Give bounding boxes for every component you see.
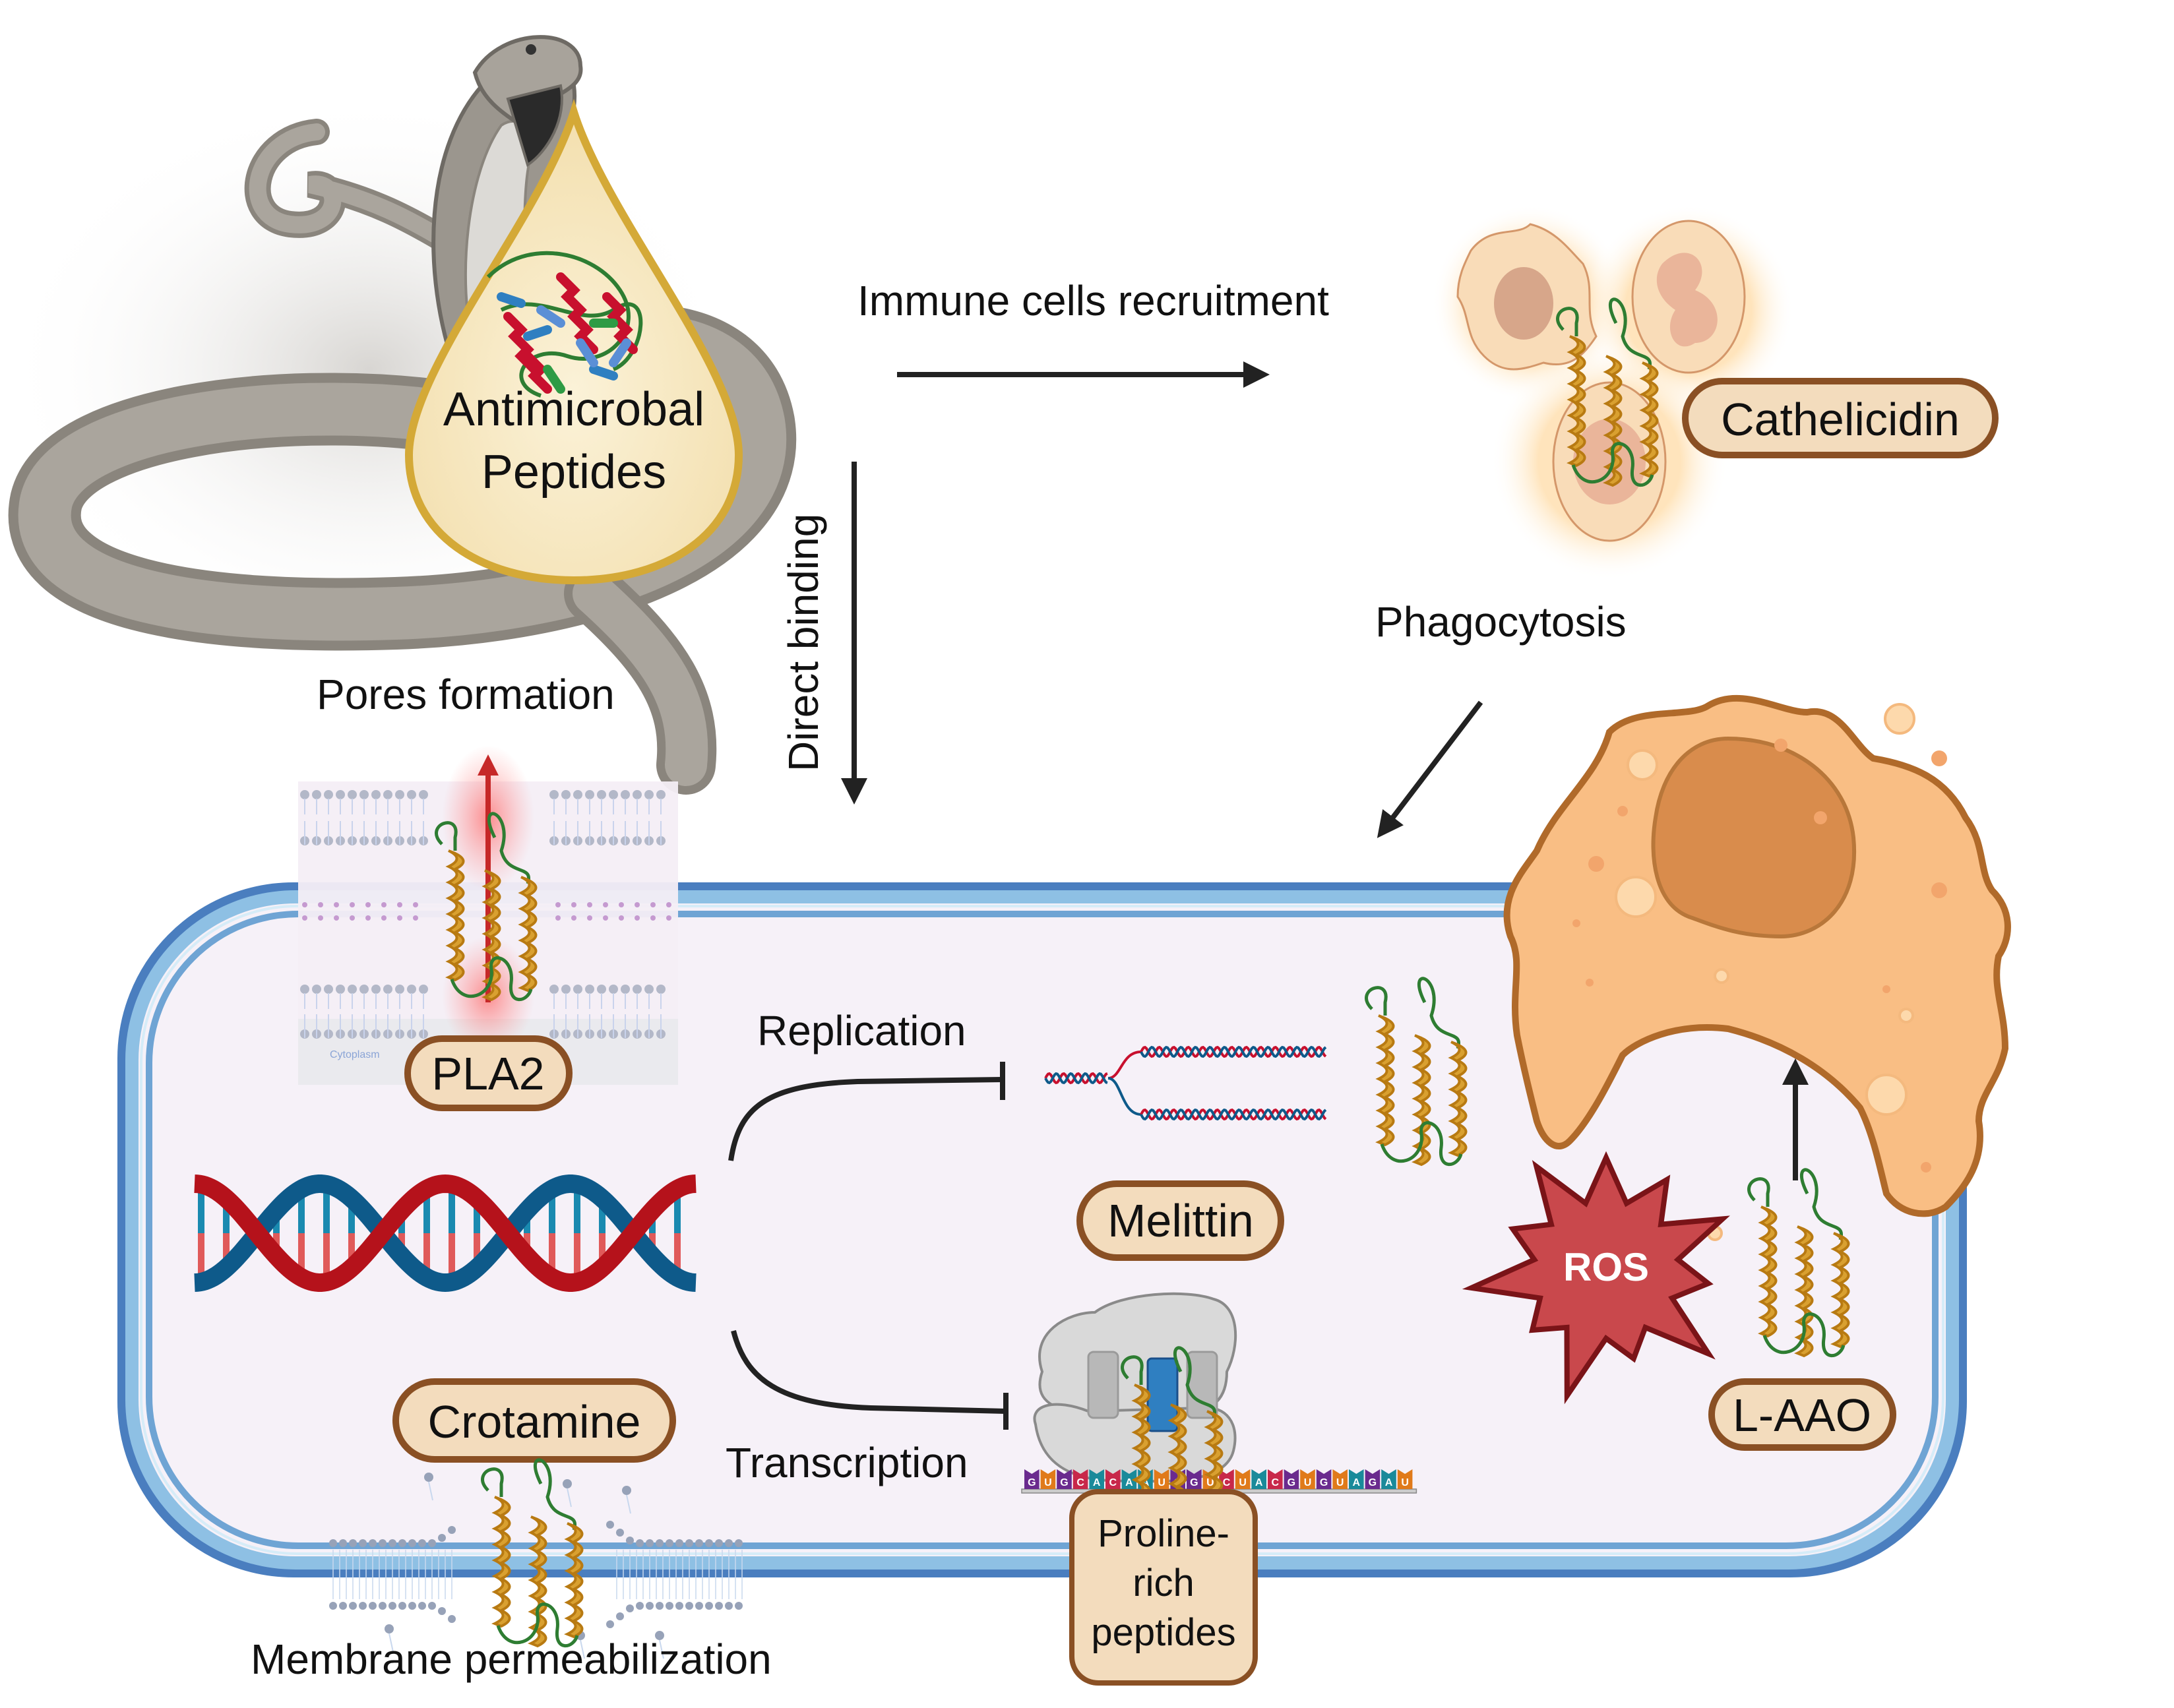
nucleotide (1381, 1469, 1396, 1489)
nucleotide (1154, 1469, 1169, 1489)
drop-label-line2: Peptides (481, 446, 666, 499)
nucleotide-letter: A (1093, 1477, 1101, 1488)
nucleotide-letter: C (1109, 1477, 1117, 1488)
melittin-label: Melittin (1107, 1195, 1254, 1246)
nucleotide (1089, 1469, 1104, 1489)
ros-label: ROS (1563, 1245, 1649, 1289)
nucleotide (1105, 1469, 1121, 1489)
proline-label-line3: peptides (1091, 1611, 1235, 1654)
cathelicidin-pill: Cathelicidin (1682, 378, 1999, 458)
nucleotide-letter: G (1320, 1477, 1328, 1488)
nucleotide (1268, 1469, 1283, 1489)
nucleotide (1316, 1469, 1332, 1489)
nucleotide (1397, 1469, 1413, 1489)
immune-recruitment-label: Immune cells recruitment (857, 277, 1329, 324)
lipid-bilayer-pore: Cytoplasm (298, 745, 678, 1085)
laao-label: L-AAO (1733, 1389, 1871, 1441)
nucleotide-letter: A (1255, 1477, 1263, 1488)
nucleotide-letter: A (1385, 1477, 1393, 1488)
melittin-pill: Melittin (1076, 1180, 1284, 1261)
nucleotide-letter: U (1239, 1477, 1247, 1488)
macrophage-nucleus-icon (1651, 736, 1857, 939)
nucleotide-letter: C (1223, 1477, 1231, 1488)
crotamine-pill: Crotamine (392, 1378, 676, 1463)
nucleotide-letter: G (1369, 1477, 1377, 1488)
replication-fork-icon (1044, 1045, 1327, 1121)
cathelicidin-label: Cathelicidin (1721, 394, 1960, 445)
replication-label: Replication (757, 1007, 966, 1054)
nucleotide-letter: C (1076, 1477, 1084, 1488)
macrophage-icon (1503, 694, 2011, 1241)
peptide-tangle-icon (486, 251, 643, 398)
membrane-permeabilization-label: Membrane permeabilization (251, 1635, 772, 1683)
immune-cells-cluster (1431, 204, 1794, 580)
nucleotide (1332, 1469, 1348, 1489)
phagocytosis-arrow (1377, 700, 1483, 838)
ribosome-icon: GUGCACAAUGGUCUACGUGUAGAU (1021, 1292, 1417, 1534)
nucleotide-letter: C (1272, 1477, 1280, 1488)
phagocytosis-label: Phagocytosis (1375, 598, 1627, 646)
nucleotide-letter: U (1158, 1477, 1165, 1488)
transcription-label: Transcription (726, 1439, 968, 1486)
nucleotide (1024, 1469, 1040, 1489)
nucleotide-letter: U (1401, 1477, 1409, 1488)
nucleotide-letter: G (1190, 1477, 1198, 1488)
nucleotide-letter: G (1060, 1477, 1068, 1488)
replication-inhibition-line (728, 1077, 1003, 1161)
nucleotide (1057, 1469, 1072, 1489)
nucleotide (1300, 1469, 1315, 1489)
venom-drop: Antimicrobal Peptides (404, 98, 743, 585)
ros-burst: ROS (1462, 1151, 1730, 1405)
nucleotide-letter: U (1336, 1477, 1344, 1488)
nucleotide (1072, 1469, 1088, 1489)
pores-formation-label: Pores formation (317, 671, 615, 718)
laao-pill: L-AAO (1708, 1378, 1896, 1451)
nucleotide (1365, 1469, 1381, 1489)
cytoplasm-label: Cytoplasm (330, 1049, 380, 1060)
crotamine-label: Crotamine (428, 1396, 641, 1448)
nucleotide-letter: A (1353, 1477, 1361, 1488)
nucleotide (1235, 1469, 1251, 1489)
proline-label-line1: Proline- (1098, 1512, 1229, 1555)
direct-binding-label: Direct binding (780, 514, 827, 772)
nucleotide-letter: U (1304, 1477, 1312, 1488)
nucleotide-letter: A (1125, 1477, 1133, 1488)
nucleotide-letter: U (1206, 1477, 1214, 1488)
nucleotide (1251, 1469, 1266, 1489)
nucleotide-letter: U (1044, 1477, 1052, 1488)
drop-label-line1: Antimicrobal (443, 383, 704, 436)
proline-rich-pill: Proline- rich peptides (1069, 1489, 1258, 1686)
nucleotide (1040, 1469, 1056, 1489)
nucleotide (1121, 1469, 1137, 1489)
transcription-inhibition-line (731, 1330, 1007, 1414)
nucleotide (1284, 1469, 1299, 1489)
proline-label-line2: rich (1133, 1562, 1194, 1604)
disrupted-membrane (329, 1473, 743, 1659)
nucleotide-letter: G (1028, 1477, 1036, 1488)
pla2-label: PLA2 (431, 1048, 544, 1099)
nucleotide-letter: G (1288, 1477, 1295, 1488)
nucleotide (1349, 1469, 1364, 1489)
dna-double-helix (194, 1174, 697, 1293)
nucleotide (1187, 1469, 1202, 1489)
pla2-pill: PLA2 (404, 1035, 573, 1111)
